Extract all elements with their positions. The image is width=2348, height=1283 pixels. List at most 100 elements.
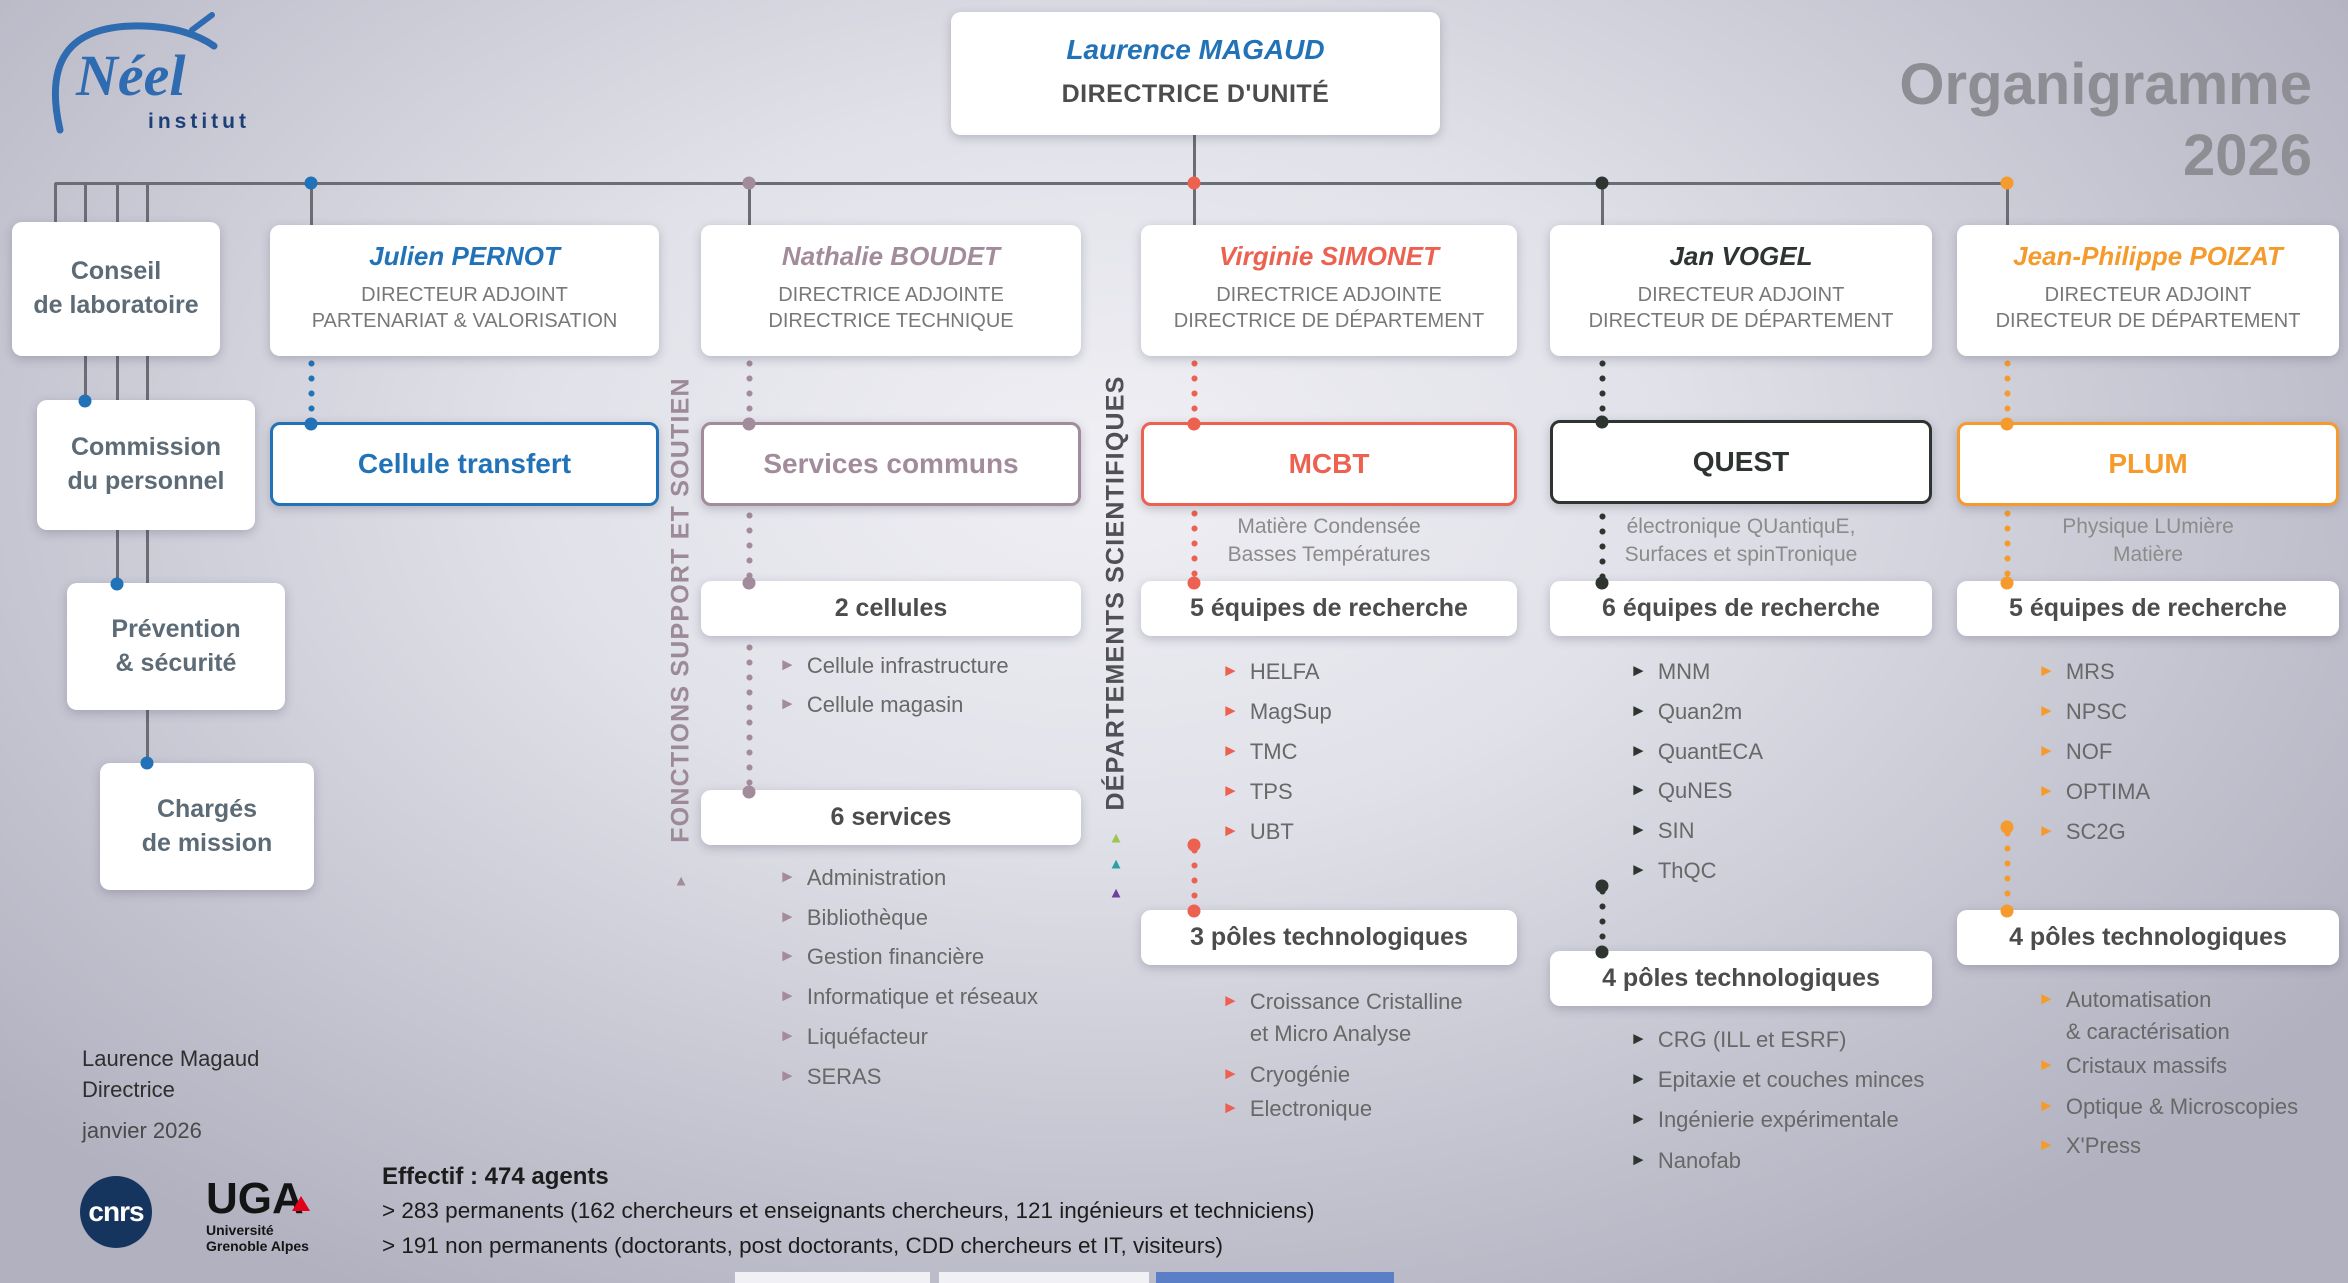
connector-dot — [1187, 904, 1201, 918]
cutoff-box — [735, 1272, 930, 1283]
section-label: 6 services — [830, 803, 952, 831]
list-item: NOF — [2038, 736, 2112, 768]
triangle-bullet-icon — [2038, 984, 2055, 1048]
connector-line — [116, 183, 119, 585]
triangle-bullet-icon — [1222, 776, 1239, 808]
triangle-bullet-icon — [1222, 1093, 1239, 1125]
dept-head-simonet: Virginie SIMONET DIRECTRICE ADJOINTE DIR… — [1141, 225, 1517, 356]
unit-label: Services communs — [763, 448, 1019, 479]
governance-prevention-securite: Prévention & sécurité — [67, 583, 285, 710]
section-2-cellules: 2 cellules — [701, 581, 1081, 636]
dotted-connector — [2004, 356, 2011, 422]
triangle-bullet-icon — [1630, 736, 1647, 768]
governance-label: Chargés de mission — [141, 794, 273, 857]
section-label: 4 pôles technologiques — [2009, 923, 2287, 951]
connector-dot — [304, 176, 318, 190]
person-role: DIRECTEUR ADJOINT DIRECTEUR DE DÉPARTEME… — [1995, 284, 2301, 333]
list-item: X'Press — [2038, 1130, 2141, 1162]
dotted-connector — [1599, 356, 1606, 421]
connector-line — [54, 183, 57, 224]
connector-dot — [110, 577, 124, 591]
connector-dot — [1595, 945, 1609, 959]
section-label: 3 pôles technologiques — [1190, 923, 1468, 951]
connector-dot — [304, 417, 318, 431]
governance-conseil-laboratoire: Conseil de laboratoire — [12, 222, 220, 356]
triangle-bullet-icon — [779, 941, 796, 973]
list-item: SERAS — [779, 1061, 882, 1093]
list-item: MNM — [1630, 656, 1711, 688]
triangle-bullet-icon — [1222, 1059, 1239, 1091]
list-item: Automatisation & caractérisation — [2038, 984, 2230, 1048]
connector-dot — [2000, 576, 2014, 590]
unit-mcbt: MCBT — [1141, 422, 1517, 506]
person-name: Jean-Philippe POIZAT — [2013, 241, 2283, 271]
section-6-services: 6 services — [701, 790, 1081, 845]
effectif-title: Effectif : 474 agents — [382, 1163, 609, 1190]
person-role: DIRECTRICE ADJOINTE DIRECTRICE TECHNIQUE — [768, 284, 1014, 333]
triangle-marker-icon — [1109, 830, 1124, 847]
governance-commission-personnel: Commission du personnel — [37, 400, 255, 530]
signature: Laurence Magaud Directrice — [82, 1046, 260, 1103]
support-functions-label: FONCTIONS SUPPORT ET SOUTIEN — [666, 377, 695, 843]
connector-dot — [1595, 415, 1609, 429]
triangle-bullet-icon — [2038, 736, 2055, 768]
list-item: Administration — [779, 862, 946, 894]
dotted-connector — [308, 356, 315, 422]
connector-dot — [742, 176, 756, 190]
director-card: Laurence MAGAUD DIRECTRICE D'UNITÉ — [951, 12, 1440, 135]
list-item: Cellule infrastructure — [779, 650, 1009, 682]
list-item: Liquéfacteur — [779, 1021, 928, 1053]
triangle-bullet-icon — [1630, 775, 1647, 807]
triangle-bullet-icon — [1630, 1104, 1647, 1136]
unit-services-communs: Services communs — [701, 422, 1081, 506]
effectif-line: > 191 non permanents (doctorants, post d… — [382, 1233, 1224, 1258]
list-item: NPSC — [2038, 696, 2127, 728]
unit-cellule-transfert: Cellule transfert — [270, 422, 659, 506]
uga-triangle-icon — [292, 1196, 310, 1211]
logo-wordmark: Néel — [76, 43, 186, 108]
dotted-connector — [1599, 509, 1606, 581]
list-item: SIN — [1630, 815, 1695, 847]
triangle-bullet-icon — [1630, 696, 1647, 728]
dotted-connector — [2004, 826, 2011, 910]
uga-acronym: UGA — [206, 1174, 304, 1223]
triangle-bullet-icon — [1222, 986, 1239, 1050]
governance-label: Prévention & sécurité — [111, 614, 241, 677]
unit-label: PLUM — [2108, 448, 2188, 479]
list-item: Gestion financière — [779, 941, 984, 973]
triangle-bullet-icon — [779, 1061, 796, 1093]
uga-label: Université Grenoble Alpes — [206, 1222, 309, 1255]
section-mcbt-equipes: 5 équipes de recherche — [1141, 581, 1517, 636]
dotted-connector — [1599, 884, 1606, 951]
triangle-bullet-icon — [1630, 855, 1647, 887]
unit-label: MCBT — [1288, 448, 1370, 479]
connector-line — [55, 182, 2007, 185]
section-mcbt-poles: 3 pôles technologiques — [1141, 910, 1517, 965]
connector-dot — [1187, 838, 1201, 852]
dept-head-vogel: Jan VOGEL DIRECTEUR ADJOINT DIRECTEUR DE… — [1550, 225, 1932, 356]
list-item: ThQC — [1630, 855, 1717, 887]
dotted-connector — [746, 640, 753, 791]
connector-line — [748, 183, 751, 226]
list-item: UBT — [1222, 816, 1294, 848]
section-label: 4 pôles technologiques — [1602, 964, 1880, 992]
triangle-bullet-icon — [2038, 1050, 2055, 1082]
governance-label: Conseil de laboratoire — [33, 257, 199, 319]
page-title-line1: Organigramme — [1899, 52, 2312, 117]
triangle-bullet-icon — [2038, 696, 2055, 728]
dotted-connector — [746, 508, 753, 581]
dept-head-poizat: Jean-Philippe POIZAT DIRECTEUR ADJOINT D… — [1957, 225, 2339, 356]
connector-line — [2006, 183, 2009, 226]
triangle-bullet-icon — [779, 981, 796, 1013]
list-item: TMC — [1222, 736, 1298, 768]
triangle-bullet-icon — [1630, 656, 1647, 688]
section-quest-poles: 4 pôles technologiques — [1550, 951, 1932, 1006]
list-item: QuantECA — [1630, 736, 1763, 768]
section-plum-equipes: 5 équipes de recherche — [1957, 581, 2339, 636]
connector-dot — [2000, 820, 2014, 834]
list-item: Bibliothèque — [779, 902, 928, 934]
list-item: CRG (ILL et ESRF) — [1630, 1024, 1847, 1056]
connector-dot — [1187, 576, 1201, 590]
triangle-bullet-icon — [779, 902, 796, 934]
